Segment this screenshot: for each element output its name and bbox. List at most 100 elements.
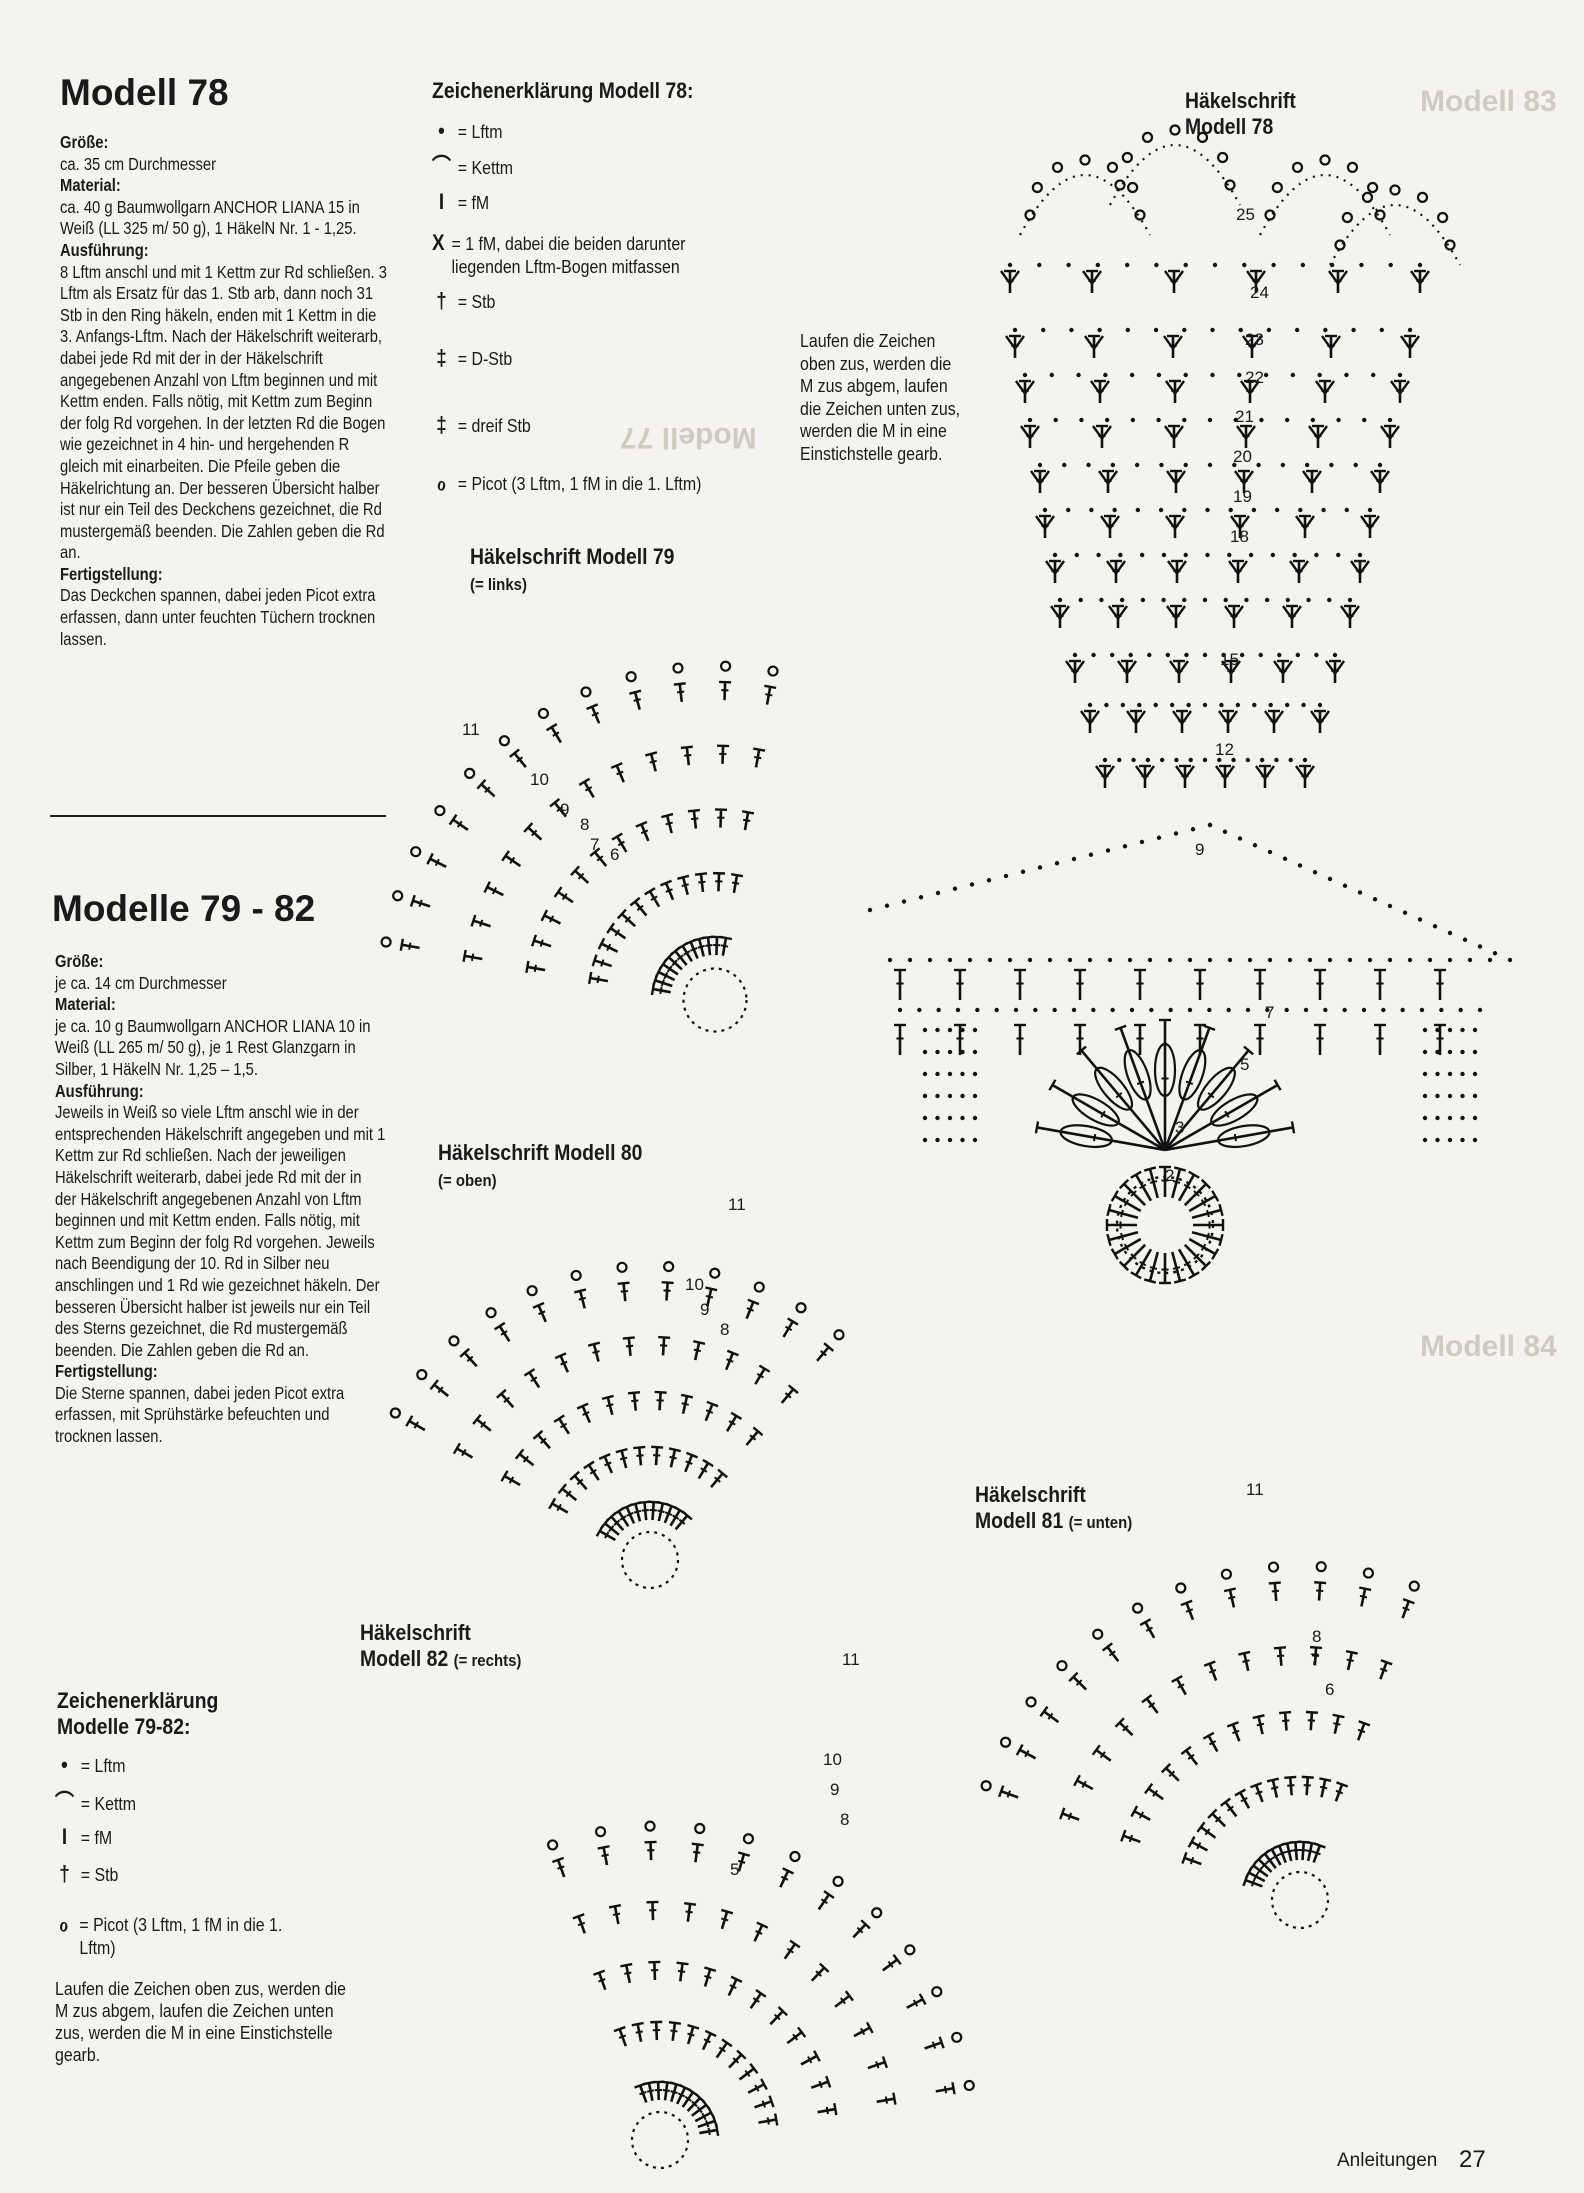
chain-dot	[1274, 757, 1279, 763]
legend-item-fm-bogen: X= 1 fM, dabei die beiden darunter liege…	[432, 232, 707, 278]
chain-dot	[1210, 327, 1215, 333]
legend-text: = Lftm	[457, 121, 503, 142]
chain-dot	[1422, 1071, 1428, 1077]
chain-dot	[1284, 702, 1290, 708]
stitch-bar	[1185, 1080, 1194, 1085]
stitch-bar	[1130, 1253, 1137, 1260]
legend-item-kettm: ⌒= Kettm	[432, 156, 513, 179]
chain-dot	[1306, 597, 1311, 603]
chain-dot	[1227, 957, 1233, 963]
stitch-top	[509, 748, 520, 758]
chain-dot	[1147, 957, 1153, 963]
chain-dot	[1235, 702, 1241, 708]
chain-dot	[1207, 822, 1213, 828]
stitch-top	[1268, 1581, 1281, 1585]
chain-dot	[1310, 417, 1316, 423]
stitch-bar	[820, 1898, 828, 1905]
legend-item-fm: I= fM	[55, 1826, 112, 1849]
stitch-bar	[1240, 1796, 1248, 1803]
stitch-bar	[729, 1984, 737, 1990]
picot-loop	[1106, 161, 1119, 173]
round-number-label: 5	[1240, 1055, 1250, 1074]
chain-dot	[1007, 262, 1013, 268]
picot-loop	[1315, 1561, 1327, 1573]
picot-loop	[1114, 179, 1126, 191]
stitch-post	[1191, 1208, 1222, 1220]
stitch-bar	[663, 971, 669, 980]
picot-loop	[1092, 1628, 1104, 1640]
chain-dot	[1239, 652, 1245, 658]
stitch-top	[1106, 1203, 1112, 1217]
stitch-top	[1203, 1660, 1216, 1667]
stitch-bar	[1335, 1789, 1344, 1795]
chain-dot	[1419, 1007, 1425, 1013]
stitch-top	[1015, 1743, 1024, 1756]
stitch-top	[997, 1785, 1005, 1798]
round-number-label: 5	[730, 1860, 740, 1879]
stitch-bar	[598, 1978, 606, 1983]
chain-dot	[1129, 1007, 1135, 1013]
stitch-top	[1345, 1649, 1358, 1655]
chain-dot	[1129, 372, 1135, 378]
chain-dot	[1066, 507, 1071, 513]
stitch-bar	[1380, 1667, 1388, 1673]
stitch-bar	[1346, 1658, 1354, 1663]
stitch-bar	[693, 1850, 701, 1854]
stitch-bar	[1200, 1243, 1207, 1251]
chain-dot	[1300, 262, 1306, 268]
picot-loop	[526, 1285, 538, 1297]
chain-dot	[1104, 702, 1109, 708]
chain-dot	[1047, 957, 1053, 963]
stitch-top	[1336, 1781, 1349, 1788]
chain-dot	[1317, 372, 1322, 378]
stitch-top	[608, 1903, 622, 1909]
stitch-bar	[631, 1399, 639, 1403]
chain-dot	[994, 1007, 999, 1013]
chain-dot	[1062, 462, 1067, 468]
stitch-bar	[470, 953, 475, 961]
chain-dot	[1087, 957, 1093, 963]
stitch-post	[1123, 1243, 1147, 1267]
stitch-bar	[742, 818, 751, 822]
stitch-top	[1143, 1166, 1157, 1172]
stitch-bar	[1185, 1608, 1194, 1613]
stitch-bar	[856, 1926, 864, 1934]
stitch-top	[429, 1379, 439, 1391]
stitch-top	[587, 971, 593, 985]
heading-modell-78: Modell 78	[60, 72, 229, 113]
stitch-bar	[687, 2032, 695, 2037]
chain-dot	[1169, 702, 1175, 708]
chain-dot	[1202, 702, 1208, 708]
stitch-top	[777, 2006, 789, 2017]
ghost-heading-modell-84: Modell 84	[1420, 1330, 1557, 1363]
stitch-post	[1164, 1083, 1279, 1152]
chain-dot	[1052, 1007, 1057, 1013]
chain-dot	[967, 957, 973, 963]
picot-loop	[570, 1269, 582, 1282]
chain-dot	[1467, 957, 1473, 963]
stitch-bar	[756, 1372, 764, 1379]
picot-loop	[547, 1839, 559, 1851]
stitch-bar	[681, 1402, 689, 1406]
chain-dot	[1387, 417, 1393, 423]
chain-dot	[1186, 702, 1191, 708]
stitch-top	[1273, 1646, 1287, 1650]
stitch-bar	[780, 1875, 789, 1881]
chain-dot	[1304, 462, 1310, 468]
round-number-label: 21	[1235, 407, 1254, 426]
stitch-bar	[701, 2112, 707, 2121]
stitch-top	[756, 1921, 769, 1929]
stitch-bar	[418, 899, 423, 908]
chain-dot	[1071, 1007, 1077, 1013]
stitch-post	[1134, 1248, 1153, 1276]
stitch-top	[530, 934, 538, 947]
stitch-bar	[596, 855, 604, 862]
stitch-top	[570, 865, 581, 876]
stitch-top	[693, 1339, 706, 1345]
stitch-bar	[669, 1455, 677, 1460]
stitch-bar	[785, 1325, 793, 1332]
picot-loop	[389, 1407, 401, 1419]
chain-dot	[1182, 597, 1187, 603]
stitch-bar	[703, 2038, 711, 2044]
stitch-top	[1130, 1170, 1142, 1179]
